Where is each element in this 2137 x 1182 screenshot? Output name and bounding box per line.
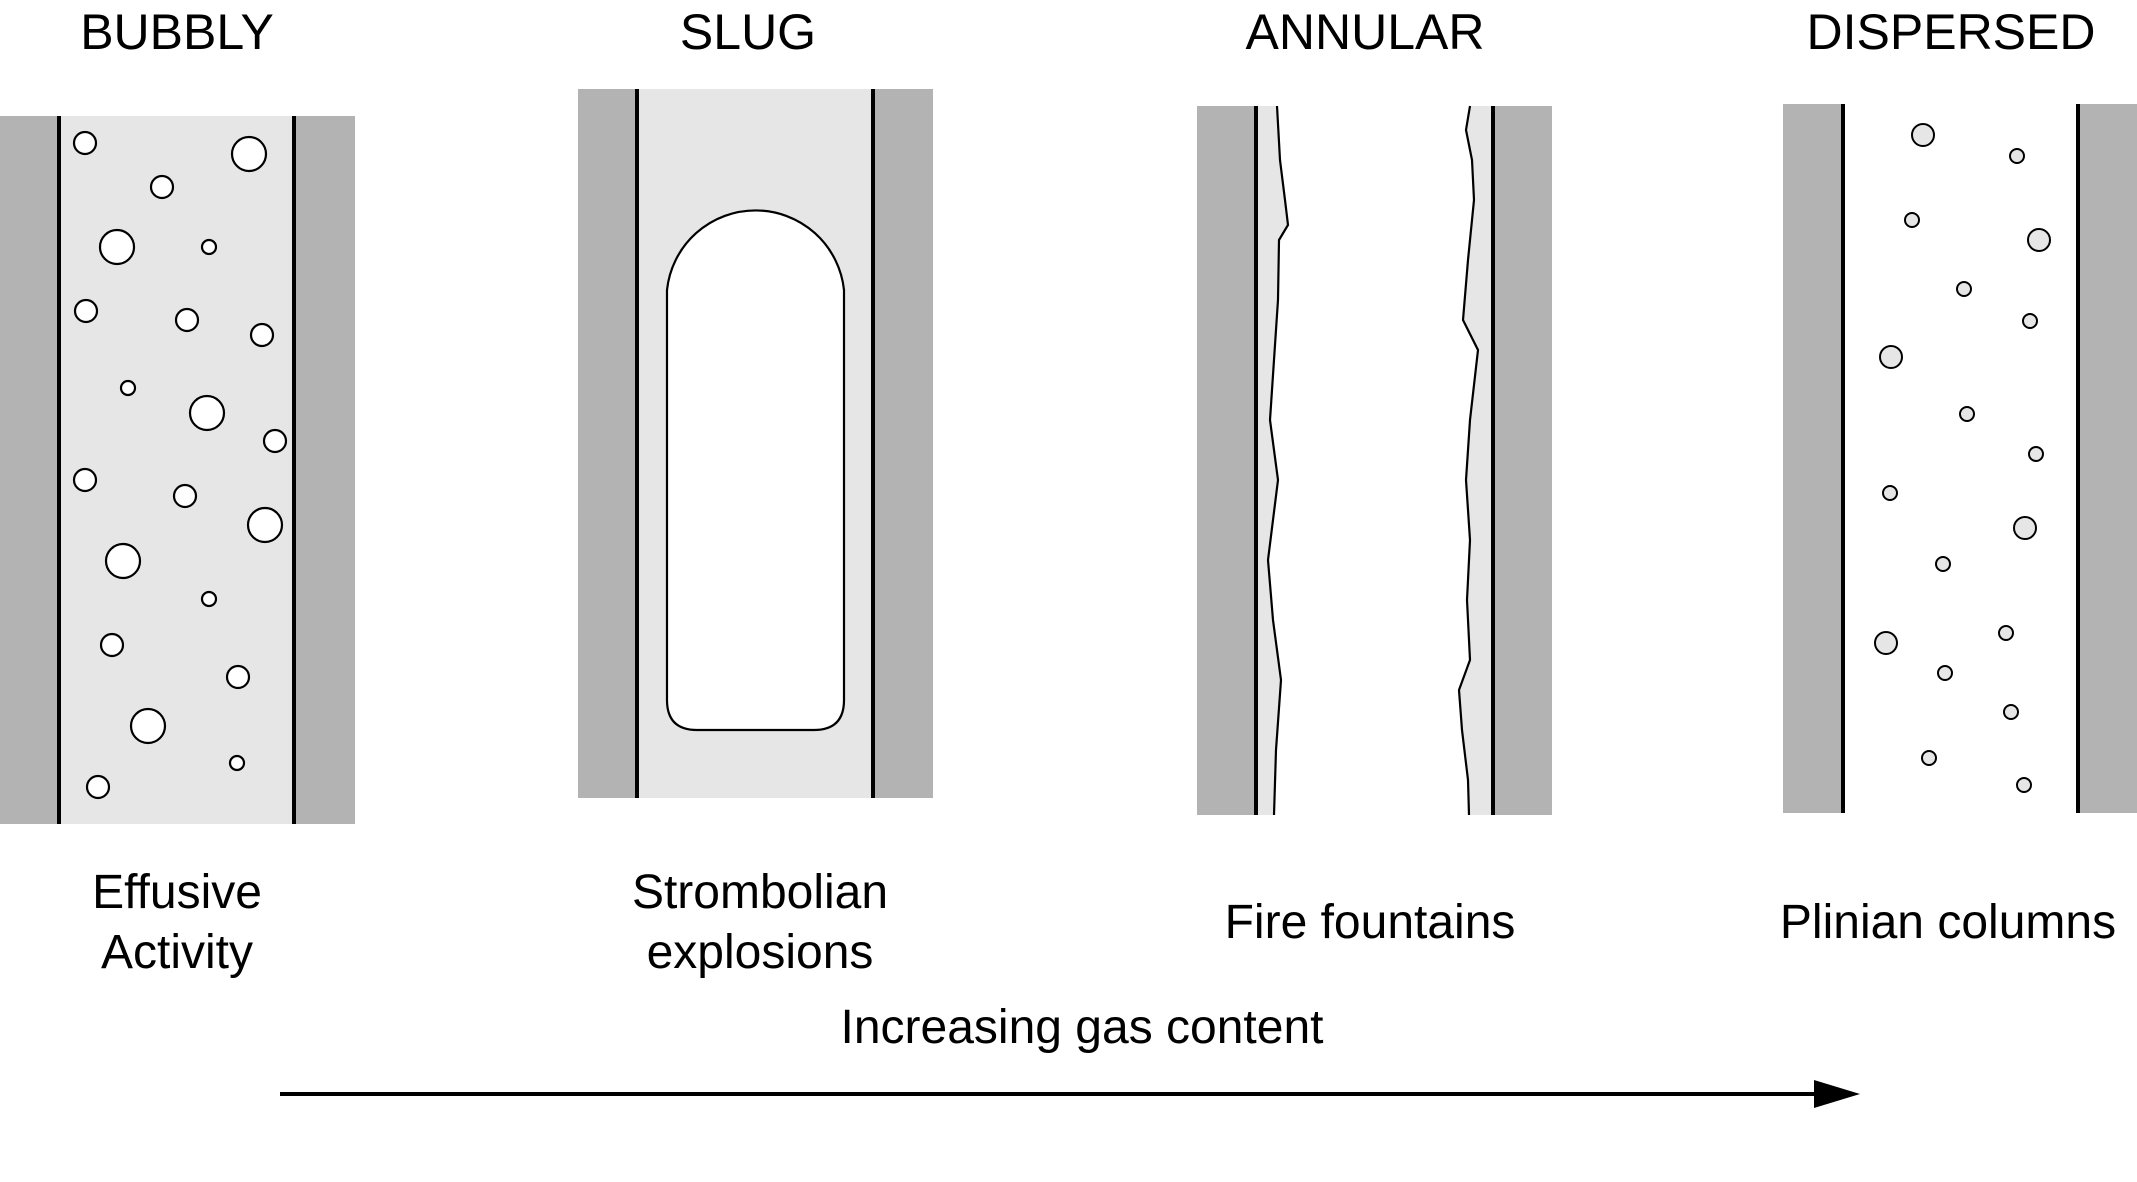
right-arrow-icon [280, 1080, 1860, 1108]
bubble [249, 322, 275, 348]
bubble [119, 379, 137, 397]
slug-description-line-1: Strombolian [632, 866, 888, 919]
dispersed-title: DISPERSED [1807, 4, 2096, 60]
annular-right-wall [1493, 106, 1552, 815]
bubble [99, 632, 125, 658]
magma-droplet [1911, 123, 1935, 147]
bubble [262, 428, 288, 454]
magma-droplet [2009, 148, 2025, 164]
bubble [230, 135, 268, 173]
bubble [174, 307, 200, 333]
slug-conduit [578, 89, 933, 798]
annular-left-film-edge [1266, 105, 1290, 816]
dispersed-droplets [1874, 123, 2051, 793]
slug-left-wall [578, 89, 637, 798]
trend-label: Increasing gas content [841, 1001, 1324, 1054]
bubble [225, 664, 251, 690]
annular-conduit [1197, 105, 1552, 816]
magma-droplet [2003, 704, 2019, 720]
bubble [129, 707, 167, 745]
magma-droplet [1904, 212, 1920, 228]
bubble [73, 298, 99, 324]
bubbly-title: BUBBLY [80, 4, 274, 60]
bubble [172, 483, 198, 509]
dispersed-conduit [1783, 104, 2137, 813]
bubble [85, 774, 111, 800]
magma-droplet [1921, 750, 1937, 766]
annular-title: ANNULAR [1246, 4, 1485, 60]
slug-description-line-2: explosions [647, 926, 874, 979]
bubble [72, 467, 98, 493]
dispersed-description: Plinian columns [1780, 896, 2116, 949]
magma-droplet [1956, 281, 1972, 297]
bubbly-conduit [0, 116, 355, 824]
slug-right-wall [873, 89, 933, 798]
magma-droplet [1874, 631, 1898, 655]
magma-droplet [1935, 556, 1951, 572]
bubbly-description-line-2: Activity [101, 926, 253, 979]
bubbly-magma [59, 116, 294, 824]
annular-right-magma-film [1459, 106, 1493, 815]
bubble [246, 506, 284, 544]
bubbly-description-line-1: Effusive [92, 866, 262, 919]
gas-slug [665, 209, 846, 732]
magma-droplet [2016, 777, 2032, 793]
dispersed-right-wall [2078, 104, 2137, 813]
magma-droplet [2027, 228, 2051, 252]
bubble [98, 228, 136, 266]
magma-droplet [1998, 625, 2014, 641]
annular-description: Fire fountains [1225, 896, 1516, 949]
bubble [149, 174, 175, 200]
bubble [200, 590, 218, 608]
trend-arrow-head [1814, 1080, 1860, 1108]
annular-right-film-edge [1457, 105, 1480, 816]
magma-droplet [1882, 485, 1898, 501]
magma-droplet [1937, 665, 1953, 681]
magma-droplet [2013, 516, 2037, 540]
bubble [200, 238, 218, 256]
annular-left-magma-film [1256, 106, 1288, 815]
slug-title: SLUG [680, 4, 816, 60]
bubble [188, 394, 226, 432]
bubbly-left-wall [0, 116, 59, 824]
magma-droplet [2028, 446, 2044, 462]
bubbly-bubbles [72, 130, 288, 800]
magma-droplet [2022, 313, 2038, 329]
bubble [72, 130, 98, 156]
magma-droplet [1959, 406, 1975, 422]
bubble [104, 542, 142, 580]
magma-droplet [1879, 345, 1903, 369]
annular-left-wall [1197, 106, 1256, 815]
bubbly-right-wall [294, 116, 355, 824]
bubble [228, 754, 246, 772]
dispersed-left-wall [1783, 104, 1843, 813]
